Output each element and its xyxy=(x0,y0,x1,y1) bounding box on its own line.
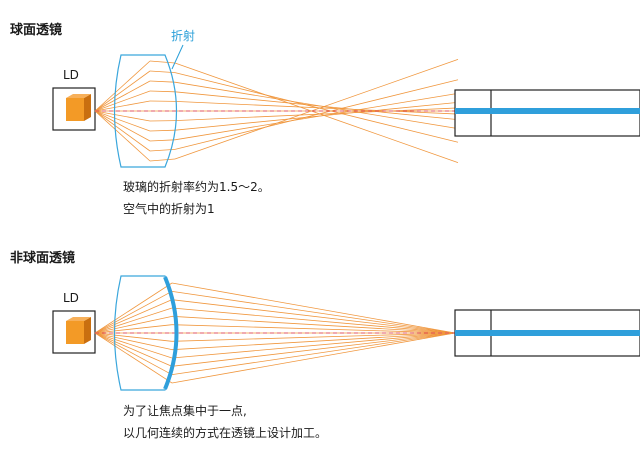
aspherical-ray-out xyxy=(171,324,456,334)
aspherical-ld-chip-top xyxy=(66,317,91,321)
aspherical-ray-out xyxy=(171,332,456,384)
spherical-ray-in xyxy=(94,80,151,112)
spherical-ray-lens xyxy=(149,80,176,83)
spherical-caption-line-1: 玻璃的折射率约为1.5～2。 xyxy=(123,179,270,194)
aspherical-ray-out xyxy=(171,315,456,334)
aspherical-fiber-core xyxy=(455,330,640,336)
aspherical-ray-in xyxy=(94,332,173,384)
aspherical-ray-out xyxy=(171,299,456,334)
aspherical-ray-out xyxy=(171,282,456,334)
aspherical-ray-out xyxy=(171,290,456,334)
spherical-ray-in xyxy=(94,70,151,112)
spherical-ray-out xyxy=(174,101,459,115)
spherical-fiber-core xyxy=(455,108,640,114)
aspherical-ray-in xyxy=(94,290,173,334)
aspherical-ray-in xyxy=(94,332,173,342)
spherical-ld-chip xyxy=(66,98,84,121)
aspherical-ray-in xyxy=(94,324,173,334)
spherical-ld-module xyxy=(52,87,96,131)
aspherical-ray-out xyxy=(171,332,456,367)
aspherical-ray-in xyxy=(94,332,173,376)
spherical-caption-line-2: 空气中的折射为1 xyxy=(123,201,215,216)
spherical-ray-lens xyxy=(149,139,176,142)
aspherical-ray-in xyxy=(94,332,173,359)
spherical-ray-lens xyxy=(149,129,176,132)
spherical-ray-out xyxy=(174,93,459,141)
spherical-ray-in xyxy=(94,100,151,112)
spherical-lens xyxy=(113,54,178,168)
spherical-section: 球面透镜 LD 折射 玻璃的折射率约为1.5～2。 空气中的折射为1 xyxy=(10,22,640,216)
spherical-rays xyxy=(94,59,459,163)
aspherical-section: 非球面透镜 LD 为了让焦点集中于一点, 以几何连续的方式在透镜上设计加工。 xyxy=(10,250,640,440)
aspherical-lens-surface xyxy=(163,276,179,390)
aspherical-rays xyxy=(94,282,456,384)
spherical-ray-out xyxy=(174,59,459,160)
spherical-ray-in xyxy=(94,110,151,142)
aspherical-ld-label: LD xyxy=(63,291,79,305)
aspherical-ray-out xyxy=(171,332,456,376)
aspherical-section-title: 非球面透镜 xyxy=(10,250,75,266)
spherical-ld-chip-top xyxy=(66,94,91,98)
aspherical-ray-in xyxy=(94,282,173,334)
spherical-ray-in xyxy=(94,110,151,122)
aspherical-ray-out xyxy=(171,332,456,342)
aspherical-ray-in xyxy=(94,332,173,351)
spherical-ray-in xyxy=(94,110,151,132)
aspherical-ray-in xyxy=(94,315,173,334)
spherical-ray-out xyxy=(174,79,459,150)
aspherical-fiber xyxy=(454,309,640,357)
spherical-ray-lens xyxy=(149,90,176,93)
aspherical-ray-in xyxy=(94,299,173,334)
refraction-label: 折射 xyxy=(171,28,195,43)
aspherical-caption-line-1: 为了让焦点集中于一点, xyxy=(123,403,247,418)
refraction-pointer xyxy=(171,44,184,70)
spherical-ray-in xyxy=(94,110,151,152)
aspherical-ray-out xyxy=(171,332,456,359)
spherical-ld-label: LD xyxy=(63,68,79,82)
aspherical-ray-out xyxy=(171,332,456,351)
spherical-ray-in xyxy=(94,90,151,112)
aspherical-caption-line-2: 以几何连续的方式在透镜上设计加工。 xyxy=(123,425,327,440)
spherical-ray-in xyxy=(94,110,151,162)
aspherical-ray-in xyxy=(94,307,173,334)
aspherical-ray-out xyxy=(171,307,456,334)
spherical-ray-out xyxy=(174,62,459,163)
aspherical-ld-module xyxy=(52,310,96,354)
aspherical-ld-chip xyxy=(66,321,84,344)
spherical-ray-out xyxy=(174,91,459,121)
aspherical-ld-chip-side xyxy=(84,317,91,344)
spherical-ray-in xyxy=(94,60,151,112)
spherical-ray-lens xyxy=(149,60,176,64)
spherical-ld-chip-side xyxy=(84,94,91,121)
spherical-fiber xyxy=(454,89,640,137)
spherical-section-title: 球面透镜 xyxy=(10,22,62,38)
aspherical-ray-in xyxy=(94,332,173,367)
spherical-ray-lens xyxy=(149,158,176,162)
